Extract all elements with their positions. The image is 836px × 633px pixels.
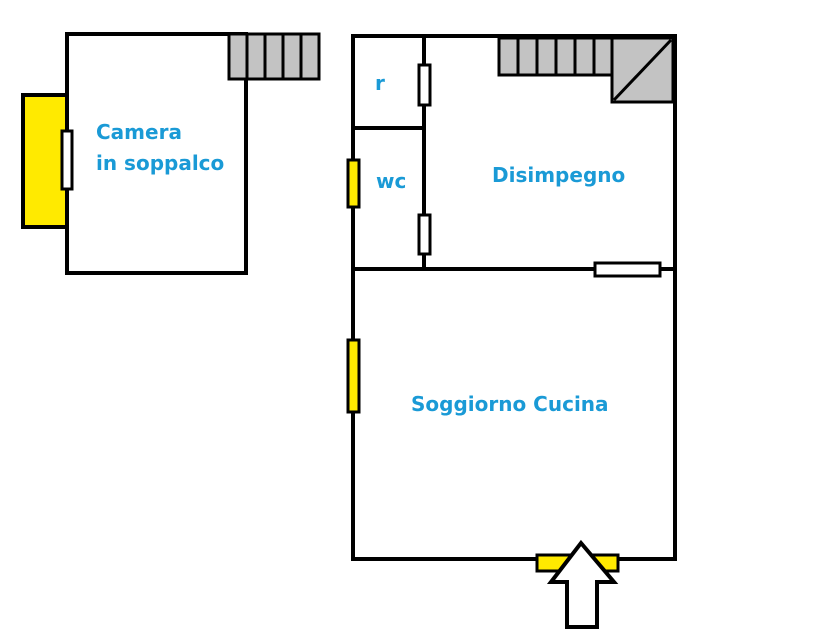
camera-stairs	[227, 32, 321, 81]
door-r	[417, 63, 432, 107]
camera-window	[21, 93, 69, 229]
door-disimpegno	[593, 261, 662, 278]
camera-room	[65, 32, 248, 275]
entrance-arrow-icon	[546, 539, 619, 629]
door-wc	[417, 213, 432, 256]
disimpegno-label: Disimpegno	[492, 163, 626, 187]
main-outline	[351, 34, 677, 561]
camera-door	[60, 129, 74, 191]
camera-label-line2: in soppalco	[96, 151, 225, 175]
soggiorno-label: Soggiorno Cucina	[411, 392, 609, 416]
wc-label: wc	[376, 169, 407, 193]
r-label: r	[375, 71, 385, 95]
camera-label: Camera in soppalco	[96, 117, 224, 179]
disimpegno-stairs	[497, 36, 675, 104]
window-wc	[346, 158, 361, 209]
window-living	[346, 338, 361, 414]
camera-label-line1: Camera	[96, 120, 182, 144]
